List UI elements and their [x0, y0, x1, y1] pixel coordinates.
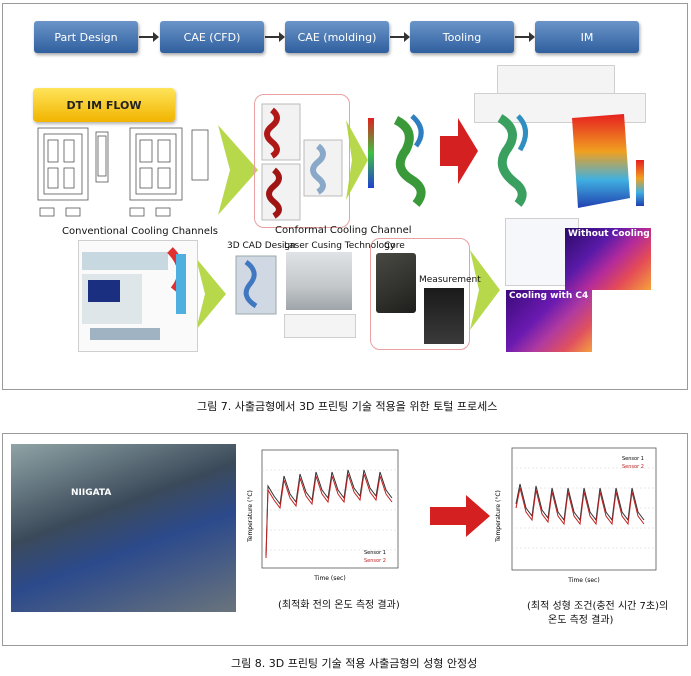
legend-sensor-2: Sensor 2 [364, 558, 386, 564]
label-3d-cad-design: 3D CAD Design [227, 241, 296, 251]
flow-arrow [515, 32, 535, 42]
legend-sensor-1: Sensor 1 [622, 456, 644, 462]
green-arrow-icon [470, 250, 500, 330]
core-box [370, 238, 470, 350]
cfd-simulation-render [368, 114, 426, 207]
molding-table-1 [497, 65, 615, 97]
figure-7-caption: 그림 7. 사출금형에서 3D 프린팅 기술 적용을 위한 토털 프로세스 [197, 400, 498, 413]
conformal-cooling-box [254, 94, 350, 228]
flow-step-cae-molding: CAE (molding) [285, 21, 389, 53]
cooling-channel-render [261, 103, 343, 221]
label-core: Core [384, 241, 405, 251]
machine-brand-label: NIIGATA [71, 488, 112, 498]
mold-section-image [82, 247, 186, 340]
chart-xlabel: Time (sec) [567, 577, 599, 584]
mold-drawing-image [37, 127, 209, 217]
green-arrow-icon [346, 120, 368, 200]
thermal-image-cooling-c4 [506, 290, 592, 352]
figure-8-caption: 그림 8. 3D 프린팅 기술 적용 사출금형의 성형 안정성 [231, 657, 478, 670]
flow-arrow [390, 32, 410, 42]
right-chart-caption-line1: (최적 성형 조건(충전 시간 7초)의 [527, 601, 669, 612]
injection-machine-photo: NIIGATA [11, 444, 236, 612]
legend-sensor-1: Sensor 1 [364, 550, 386, 556]
label-laser-cusing: Laser Cusing Technology [284, 241, 396, 251]
label-cooling-with-c4: Cooling with C4 [509, 291, 589, 301]
core-part-photo [376, 253, 416, 313]
dt-im-flow-badge: DT IM FLOW [33, 88, 175, 122]
temperature-chart-after: Temperature (°C) Time (sec) Sensor 1 Sen… [495, 447, 657, 584]
chart-ylabel: Temperature (°C) [495, 490, 502, 543]
chart-ylabel: Temperature (°C) [247, 490, 254, 543]
green-arrow-icon [218, 125, 258, 215]
thermal-image-without-cooling [565, 228, 651, 290]
cad-design-render [235, 255, 277, 315]
flow-arrow [139, 32, 159, 42]
temperature-chart-before: Temperature (°C) Time (sec) Sensor 1 Sen… [247, 449, 399, 582]
flow-step-cae-cfd: CAE (CFD) [160, 21, 264, 53]
molding-channel-render [497, 114, 528, 207]
label-conventional-cooling: Conventional Cooling Channels [62, 226, 218, 237]
flow-arrow [265, 32, 285, 42]
right-chart-caption-line2: 온도 측정 결과) [548, 615, 614, 626]
red-arrow-icon [430, 495, 490, 537]
measurement-photo [424, 288, 464, 344]
chart-xlabel: Time (sec) [313, 575, 345, 582]
label-conformal-cooling: Conformal Cooling Channel [275, 225, 412, 236]
label-without-cooling: Without Cooling [568, 229, 650, 239]
laser-machine-photo [286, 252, 352, 310]
red-arrow-icon [440, 118, 478, 184]
flow-step-tooling: Tooling [410, 21, 514, 53]
temperature-distribution-render [572, 114, 644, 208]
process-strip [284, 314, 356, 338]
flow-step-im: IM [535, 21, 639, 53]
green-arrow-icon [196, 258, 226, 330]
flow-step-part-design: Part Design [34, 21, 138, 53]
legend-sensor-2: Sensor 2 [622, 464, 644, 470]
left-chart-caption: (최적화 전의 온도 측정 결과) [278, 600, 400, 611]
label-measurement: Measurement [419, 275, 481, 285]
